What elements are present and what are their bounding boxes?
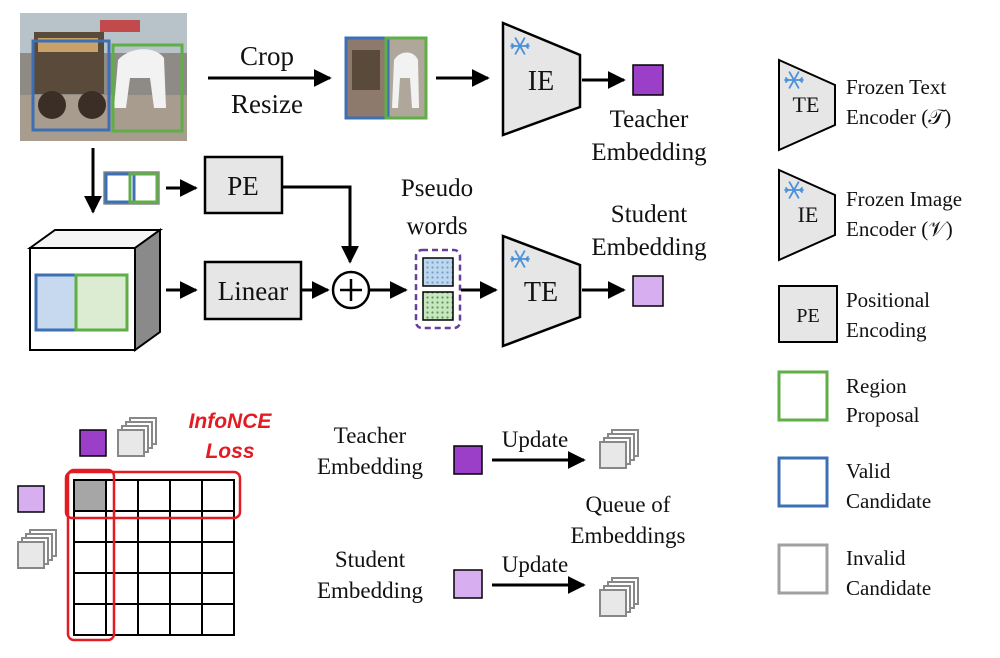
loss-teacher-square — [79, 429, 107, 457]
student-embedding-label-1: Student — [611, 201, 687, 228]
input-image — [20, 13, 187, 141]
legend-image-encoder-1: Frozen Image — [846, 187, 962, 211]
legend-invalid-2: Candidate — [846, 576, 931, 600]
valid-candidate-icon — [777, 456, 829, 508]
svg-text:TE: TE — [524, 277, 558, 308]
svg-text:IE: IE — [798, 202, 819, 227]
legend-valid-1: Valid — [846, 459, 891, 483]
update-student-label: Update — [502, 552, 568, 577]
infonce-title-1: InfoNCE — [189, 410, 273, 433]
legend-region-1: Region — [846, 374, 907, 398]
legend-image-encoder-2: Encoder (𝒱) — [846, 217, 953, 241]
pseudo-words-label-2: words — [406, 213, 467, 240]
pe-box — [203, 155, 284, 215]
text-encoder-block: TE — [501, 234, 582, 348]
student-embedding-label-2: Embedding — [591, 234, 707, 261]
legend-region-2: Proposal — [846, 403, 920, 427]
box-token — [103, 171, 160, 205]
teacher-embedding-label-2: Embedding — [591, 139, 707, 166]
legend-text-encoder-1: Frozen Text — [846, 75, 946, 99]
linear-label: Linear — [218, 276, 288, 306]
loss-teacher-label-1: Teacher — [334, 423, 407, 448]
teacher-queue-icon — [599, 429, 639, 469]
student-queue-icon — [599, 577, 639, 617]
legend-valid-2: Candidate — [846, 489, 931, 513]
legend-invalid-1: Invalid — [846, 546, 906, 570]
svg-text:PE: PE — [796, 305, 819, 327]
teacher-embedding-label-1: Teacher — [610, 106, 689, 133]
legend-text-encoder-2: Encoder (𝒯) — [846, 105, 951, 129]
update-teacher-square — [453, 445, 483, 475]
similarity-matrix — [64, 468, 242, 642]
update-student-square — [453, 569, 483, 599]
infonce-title-2: Loss — [205, 440, 254, 463]
loss-teacher-queue-icon — [117, 417, 157, 457]
linear-box — [203, 260, 303, 321]
invalid-candidate-icon — [777, 543, 829, 595]
pseudo-words-label-1: Pseudo — [401, 175, 473, 202]
cropped-regions — [344, 36, 428, 120]
crop-label: Crop — [240, 41, 294, 71]
pe-label: PE — [227, 171, 259, 201]
student-embedding-square — [632, 275, 664, 307]
loss-teacher-label-2: Embedding — [317, 454, 424, 479]
svg-text:IE: IE — [528, 66, 554, 97]
loss-student-queue-icon — [17, 529, 57, 569]
positional-encoding-icon: PE — [778, 285, 838, 343]
loss-student-square — [17, 485, 45, 513]
frozen-image-encoder-icon: IE — [778, 168, 836, 262]
teacher-embedding-square — [632, 64, 664, 96]
sum-node — [331, 270, 371, 310]
region-proposal-icon — [777, 370, 829, 422]
queue-label-2: Embeddings — [571, 523, 686, 548]
image-encoder-block: IE — [501, 21, 582, 137]
pseudo-words-tokens — [414, 248, 462, 330]
feature-map-cube — [26, 228, 164, 352]
frozen-text-encoder-icon: TE — [778, 58, 836, 152]
queue-label-1: Queue of — [586, 492, 671, 517]
legend-pe-1: Positional — [846, 288, 930, 312]
loss-student-label-1: Student — [335, 547, 406, 572]
resize-label: Resize — [231, 89, 303, 119]
legend: TE Frozen Text Encoder (𝒯) IE Frozen Ima… — [777, 58, 962, 600]
pe-to-sum-arrow — [282, 185, 359, 264]
loss-student-label-2: Embedding — [317, 578, 424, 603]
legend-pe-2: Encoding — [846, 318, 927, 342]
update-teacher-label: Update — [502, 427, 568, 452]
svg-text:TE: TE — [793, 92, 820, 117]
